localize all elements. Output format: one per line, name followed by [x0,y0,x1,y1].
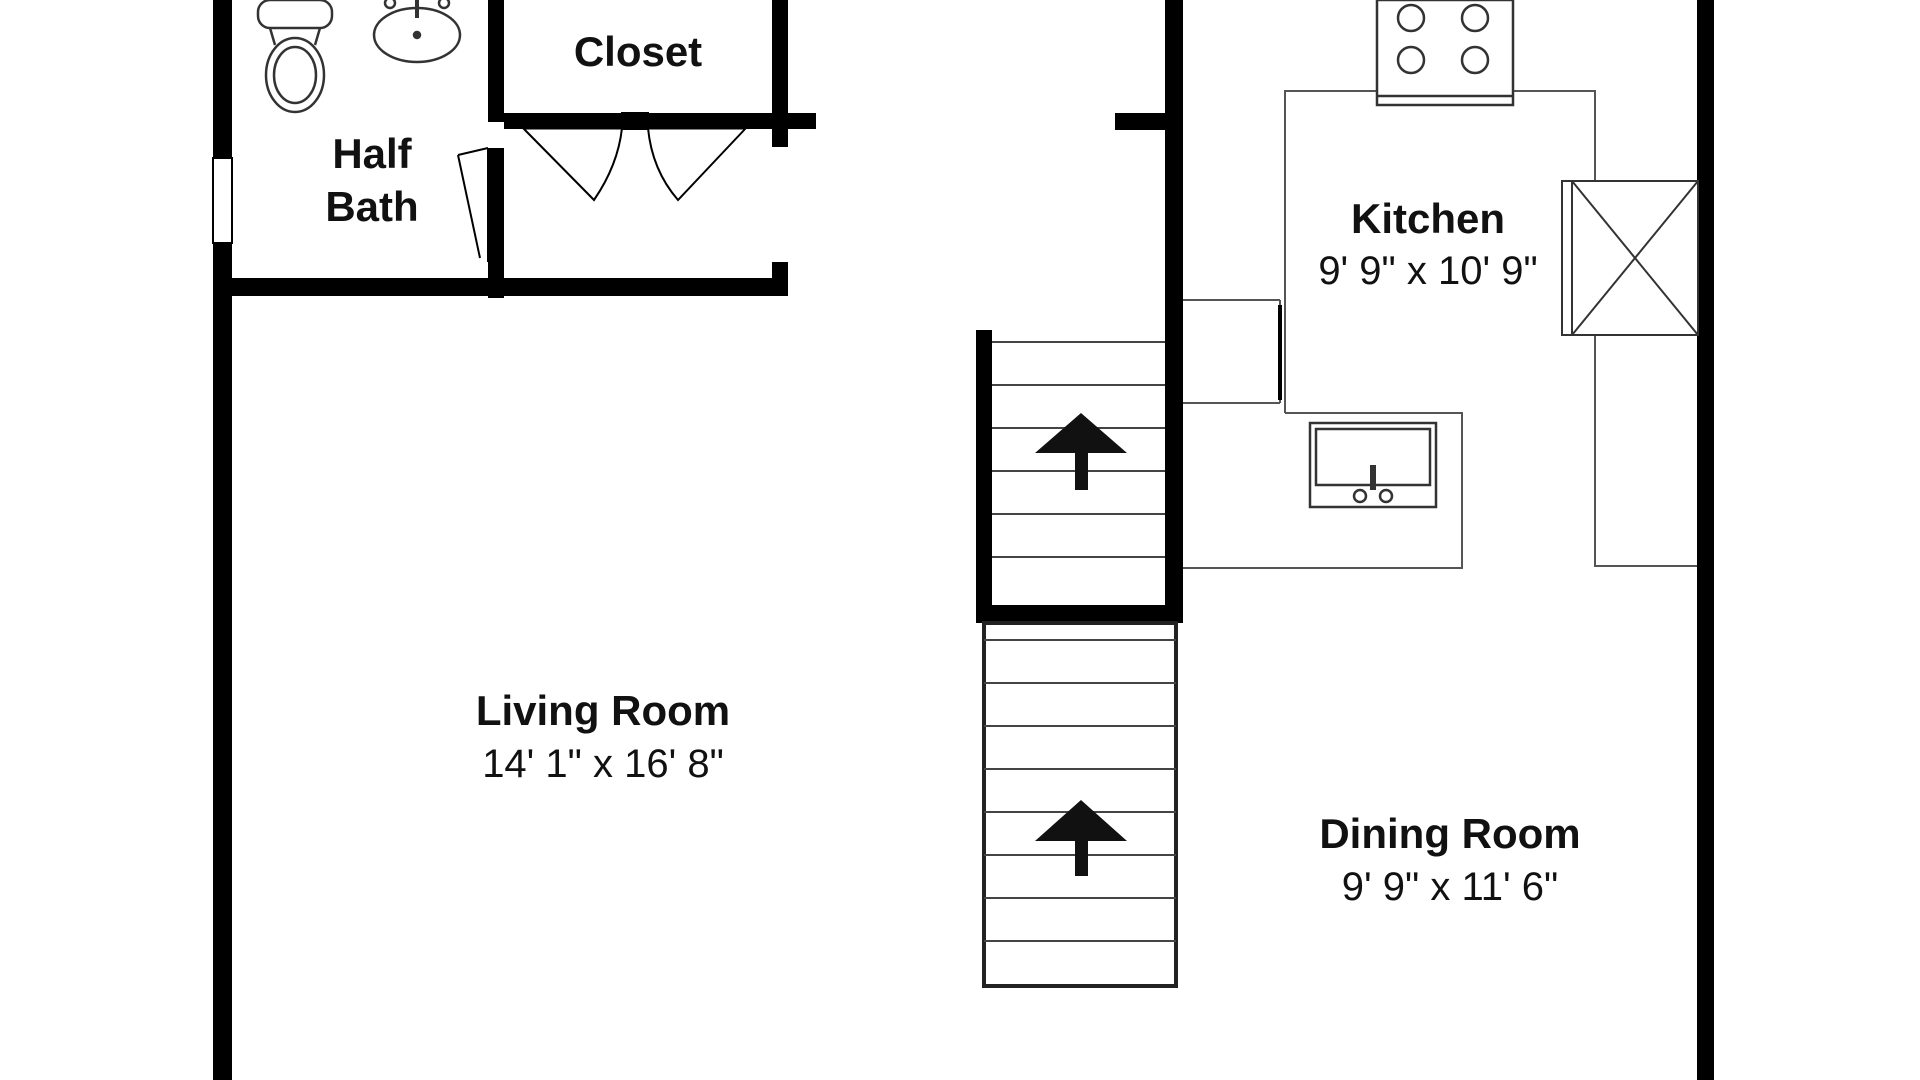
bath-closet-wall [488,0,504,122]
refrigerator-icon [1561,180,1699,336]
doors [457,112,747,262]
stair-landing-wall [976,605,1183,623]
bath-door-leaf [457,147,489,156]
stair-left-wall [976,330,992,623]
outer-wall-right [1697,0,1714,1080]
kitchen-counters [1183,90,1697,569]
up-arrow-icon [1035,413,1127,490]
room-labels: Half Bath Closet Kitchen 9' 9" x 10' 9" … [325,28,1580,909]
walls [212,0,1714,1080]
bath-bottom-wall [213,278,788,296]
up-arrow-icon [1035,800,1127,876]
stove-icon [1375,0,1515,107]
closet-header [504,113,816,129]
kitchen-dimensions: 9' 9" x 10' 9" [1318,249,1537,293]
stairs-upper [992,341,1165,558]
closet-door-left [522,127,623,202]
kitchen-label: Kitchen [1351,195,1505,242]
closet-right-wall-lower [772,262,788,296]
dining-room-dimensions: 9' 9" x 11' 6" [1342,865,1558,909]
bath-door-jamb [488,148,504,298]
bath-door-swing [457,154,481,259]
closet-label: Closet [574,28,702,75]
closet-door-right [647,127,747,202]
living-room-label: Living Room [476,687,730,734]
kitchen-sink-icon [1308,421,1438,509]
toilet-icon [256,0,334,114]
stair-kitchen-wall [1165,0,1183,623]
half-bath-label-line2: Bath [325,183,418,230]
closet-right-wall [772,0,788,147]
sink-icon [372,0,462,64]
living-room-dimensions: 14' 1" x 16' 8" [482,742,724,786]
outer-wall-left [213,0,232,1080]
bath-window [212,157,233,244]
dining-room-label: Dining Room [1319,810,1580,857]
half-bath-label-line1: Half [332,130,412,177]
stub-wall [1115,113,1180,130]
